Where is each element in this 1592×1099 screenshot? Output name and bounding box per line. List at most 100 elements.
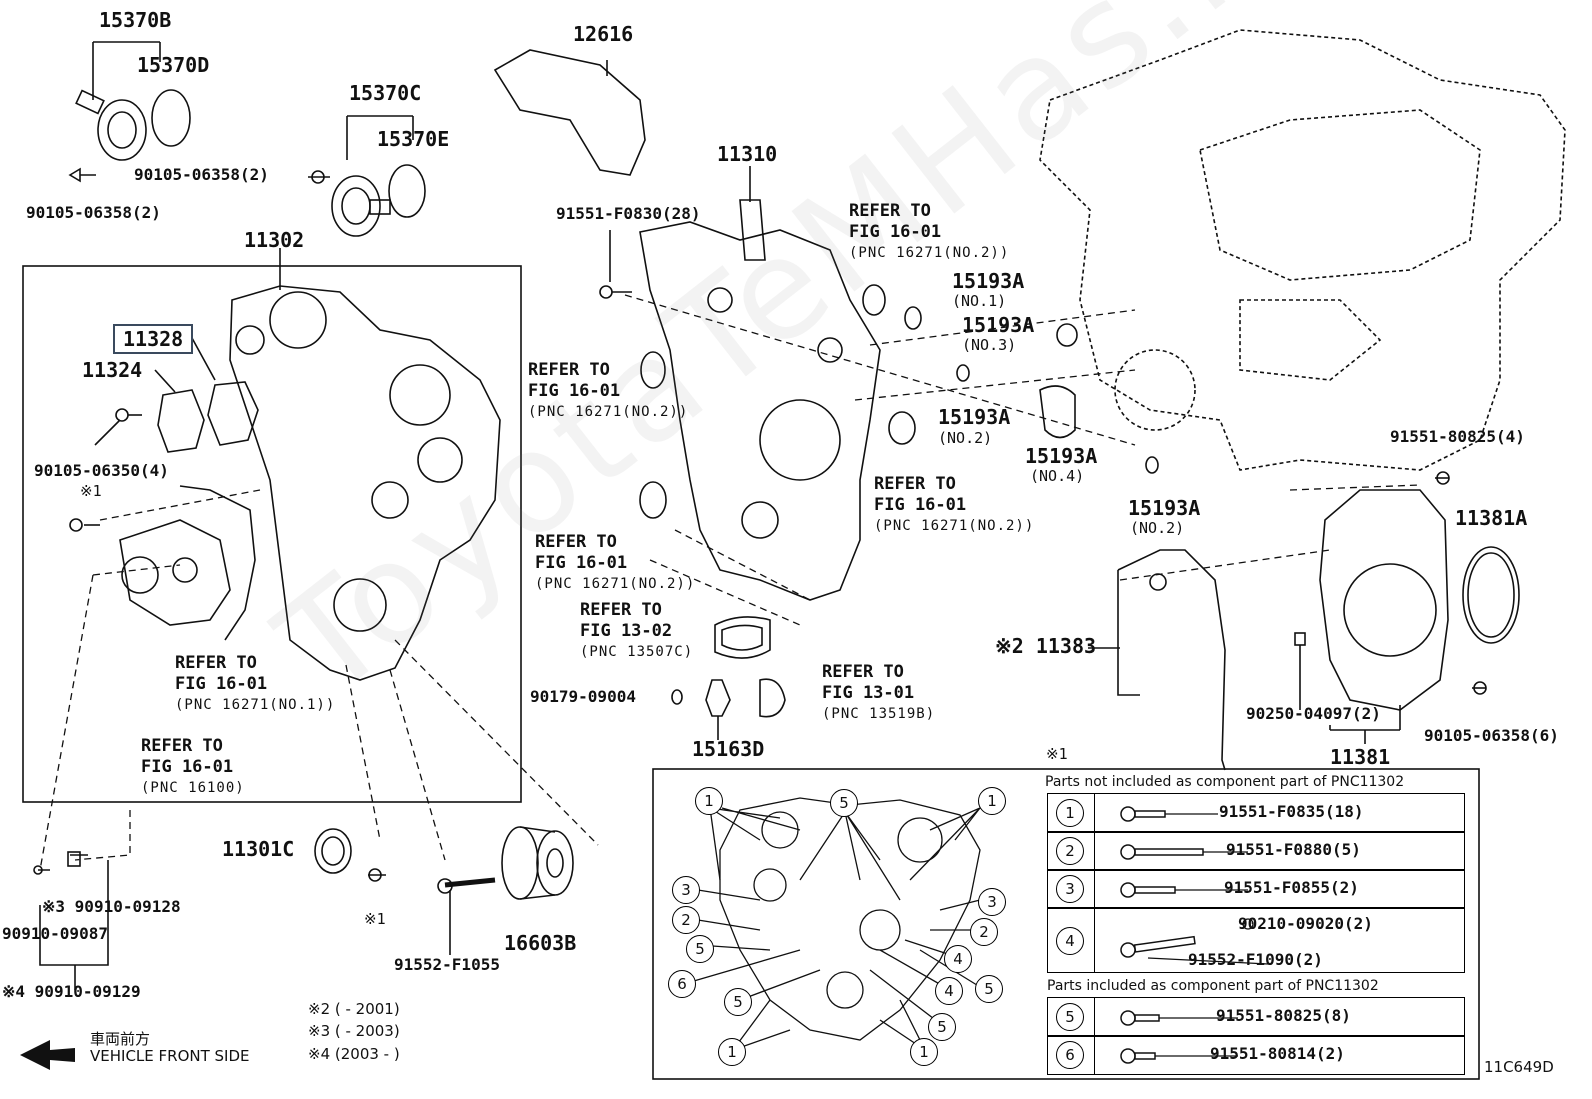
bolt-left-1	[68, 167, 96, 183]
label-11383[interactable]: ※2 11383	[995, 634, 1097, 658]
refer-line2: FIG 16-01	[849, 222, 942, 242]
idler-pulley-16603B	[501, 826, 574, 900]
plug-90179	[671, 689, 683, 705]
gasket-13507C	[714, 616, 771, 659]
label-91552-F1055[interactable]: 91552-F1055	[394, 955, 500, 974]
label-90250-04097[interactable]: 90250-04097(2)	[1246, 704, 1381, 723]
oil-seal-11301C	[314, 828, 352, 874]
refer-pnc: (PNC 16271(NO.2))	[874, 518, 1035, 534]
camshaft-oil-control-valve-15370C	[331, 175, 391, 237]
label-11381[interactable]: 11381	[1330, 745, 1391, 769]
legend-part[interactable]: 91551-80814(2)	[1210, 1044, 1345, 1063]
label-15193A-no2a[interactable]: 15193A	[938, 405, 1011, 429]
o-ring-15193A-no1	[904, 306, 922, 330]
label-90105-06358-left[interactable]: 90105-06358(2)	[26, 203, 161, 222]
label-15370D[interactable]: 15370D	[137, 53, 210, 77]
o-ring-15370E	[388, 164, 426, 218]
label-90105-06358-6[interactable]: 90105-06358(6)	[1424, 726, 1559, 745]
label-15193A-no3[interactable]: 15193A	[962, 313, 1035, 337]
refer-block-4[interactable]: REFER TO FIG 16-01 (PNC 16271(NO.2))	[535, 532, 695, 595]
callout-3: 3	[672, 876, 700, 904]
refer-block-8[interactable]: REFER TO FIG 16-01 (PNC 16100)	[141, 736, 245, 799]
o-ring-left-b	[639, 481, 667, 519]
label-91551-80825-4[interactable]: 91551-80825(4)	[1390, 427, 1525, 446]
label-15193A-no2b-sub: (NO.2)	[1130, 519, 1185, 537]
label-11381A[interactable]: 11381A	[1455, 506, 1528, 530]
label-90910-09129[interactable]: ※4 90910-09129	[2, 982, 141, 1001]
timing-chain-cover-11302	[229, 285, 501, 681]
refer-line1: REFER TO	[874, 474, 956, 494]
callout-5: 5	[975, 975, 1003, 1003]
label-15370E[interactable]: 15370E	[377, 127, 450, 151]
refer-line1: REFER TO	[849, 201, 931, 221]
label-90179-09004[interactable]: 90179-09004	[530, 687, 636, 706]
label-11328-highlighted[interactable]: 11328	[113, 324, 194, 354]
callout-5: 5	[724, 988, 752, 1016]
callout-6: 6	[668, 970, 696, 998]
gasket-15193A-no4	[1039, 385, 1076, 439]
callout-4: 4	[944, 945, 972, 973]
legend-num: 2	[1056, 837, 1084, 865]
legend-part[interactable]: 91551-80825(8)	[1216, 1006, 1351, 1025]
water-pump	[119, 485, 256, 641]
refer-block-2[interactable]: REFER TO FIG 16-01 (PNC 16271(NO.2))	[528, 360, 688, 423]
label-12616[interactable]: 12616	[573, 22, 634, 46]
label-15370B[interactable]: 15370B	[99, 8, 172, 32]
engine-mount-bracket-12616	[493, 49, 646, 176]
callout-5: 5	[830, 789, 858, 817]
refer-line1: REFER TO	[141, 736, 223, 756]
callout-5: 5	[928, 1013, 956, 1041]
label-90910-09128[interactable]: ※3 90910-09128	[42, 897, 181, 916]
label-11310[interactable]: 11310	[717, 142, 778, 166]
label-15193A-no3-sub: (NO.3)	[962, 336, 1017, 354]
legend-frame	[652, 768, 1480, 1080]
label-15193A-no1[interactable]: 15193A	[952, 269, 1025, 293]
engine-block	[1039, 29, 1566, 471]
gasket-11324	[157, 389, 205, 453]
o-ring-left-a	[640, 351, 666, 389]
legend-part[interactable]: 91551-F0855(2)	[1224, 878, 1359, 897]
refer-line1: REFER TO	[580, 600, 662, 620]
callout-1: 1	[978, 787, 1006, 815]
refer-block-5[interactable]: REFER TO FIG 13-02 (PNC 13507C)	[580, 600, 693, 663]
timing-chain-cover-11310	[639, 199, 881, 601]
refer-line2: FIG 16-01	[175, 674, 268, 694]
label-90910-09087[interactable]: 90910-09087	[2, 924, 108, 943]
label-90105-06350[interactable]: 90105-06350(4)	[34, 461, 169, 480]
refer-line1: REFER TO	[175, 653, 257, 673]
label-16603B[interactable]: 16603B	[504, 931, 577, 955]
footnote-2: ※2 ( - 2001)	[308, 1000, 400, 1018]
legend-part[interactable]: 90210-09020(2)	[1238, 914, 1373, 933]
refer-line2: FIG 16-01	[874, 495, 967, 515]
legend-part[interactable]: 91552-F1090(2)	[1188, 950, 1323, 969]
refer-block-7[interactable]: REFER TO FIG 16-01 (PNC 16271(NO.1))	[175, 653, 335, 716]
refer-block-3[interactable]: REFER TO FIG 16-01 (PNC 16271(NO.2))	[874, 474, 1034, 537]
legend-row-3: 3 91551-F0855(2)	[1047, 869, 1465, 909]
o-ring-15193A-no2b	[1145, 456, 1159, 474]
label-15193A-no2b[interactable]: 15193A	[1128, 496, 1201, 520]
refer-pnc: (PNC 16271(NO.2))	[535, 576, 696, 592]
o-ring-15193A-no3	[1056, 323, 1078, 347]
label-15370C[interactable]: 15370C	[349, 81, 422, 105]
refer-block-1[interactable]: REFER TO FIG 16-01 (PNC 16271(NO.2))	[849, 201, 1009, 264]
refer-block-6[interactable]: REFER TO FIG 13-01 (PNC 13519B)	[822, 662, 935, 725]
legend-num: 5	[1056, 1003, 1084, 1031]
legend-part[interactable]: 91551-F0835(18)	[1219, 802, 1364, 821]
refer-line2: FIG 16-01	[535, 553, 628, 573]
oil-seal-11381A	[1462, 546, 1520, 644]
label-15193A-no4[interactable]: 15193A	[1025, 444, 1098, 468]
front-side-en: VEHICLE FRONT SIDE	[90, 1047, 250, 1065]
legend-part[interactable]: 91551-F0880(5)	[1226, 840, 1361, 859]
assembly-frame-11302	[22, 265, 522, 803]
label-15163D[interactable]: 15163D	[692, 737, 765, 761]
callout-1: 1	[910, 1038, 938, 1066]
label-91551-F0830[interactable]: 91551-F0830(28)	[556, 204, 701, 223]
label-11301C[interactable]: 11301C	[222, 837, 295, 861]
label-11324[interactable]: 11324	[82, 358, 143, 382]
footnote-3: ※3 ( - 2003)	[308, 1022, 400, 1040]
figure-code: 11C649D	[1484, 1058, 1554, 1076]
front-arrow-icon	[20, 1040, 75, 1070]
label-11302[interactable]: 11302	[244, 228, 305, 252]
label-90105-06358-top[interactable]: 90105-06358(2)	[134, 165, 269, 184]
legend-header-not-included: Parts not included as component part of …	[1045, 774, 1405, 790]
